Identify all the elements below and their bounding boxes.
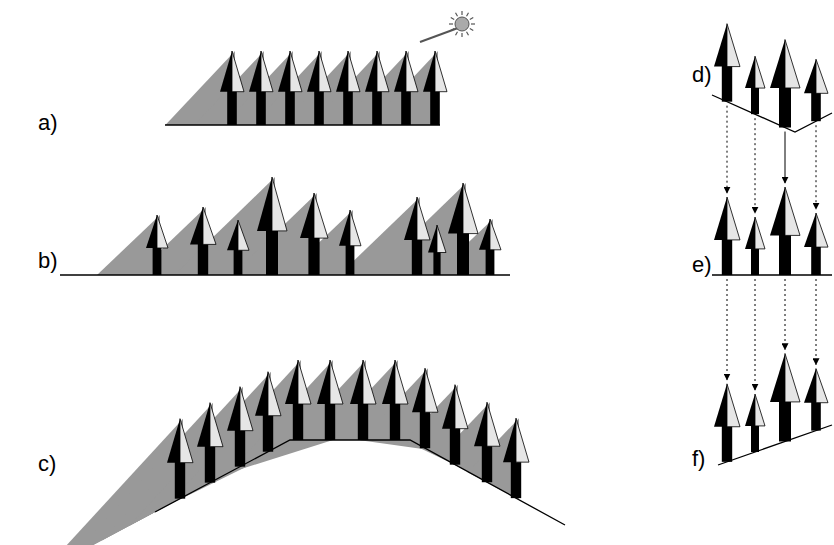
tree-arrow [257,177,287,275]
tree-arrow [442,385,468,465]
tree-arrow [479,219,501,275]
ground-line [60,274,510,275]
tree-arrow [412,368,438,448]
tree-arrow [745,217,765,275]
tree-arrow [503,418,529,498]
tree-arrow [745,394,765,452]
tree-arrow [770,40,800,128]
tree-arrow [770,353,800,441]
tree-arrow [227,220,249,275]
tree-arrow [804,59,828,121]
tree-arrow [804,213,828,275]
ground-line [718,425,832,465]
tree-arrow [382,360,408,440]
tree-arrow [227,387,253,467]
tree-arrow [146,215,168,275]
shadow [368,51,438,125]
tree-arrow [300,193,328,275]
panel-label: d) [692,64,712,86]
tree-arrow [197,403,223,483]
tree-arrow [714,197,740,275]
tree-arrow [394,51,418,125]
shadow-layer [41,51,519,545]
projection-arrows [727,106,816,390]
tree-arrow [770,187,800,275]
ground-layer [60,95,832,525]
panel-label: f) [692,448,705,470]
tree-arrow [167,419,193,499]
tree-arrow [190,207,216,275]
tree-arrow [404,197,430,275]
tree-arrow [339,210,361,275]
tree-arrow [365,51,389,125]
tree-arrow [428,225,446,275]
tree-arrow [285,360,311,440]
tree-arrow [804,369,828,431]
tree-arrow [317,360,343,440]
tree-arrow [714,24,740,102]
sun-symbol [420,11,475,42]
panel-label: a) [38,112,58,134]
tree-arrow [307,51,331,125]
ground-line [165,124,440,125]
tree-arrow [278,51,302,125]
tree-arrow [220,51,244,125]
panel-label: c) [38,453,56,475]
tree-arrow [448,183,478,275]
tree-arrow [714,384,740,462]
tree-arrow [423,51,447,125]
tree-arrow [336,51,360,125]
tree-arrow [350,360,376,440]
tree-arrow [255,372,281,452]
tree-arrow [745,56,765,114]
panel-label: b) [38,250,58,272]
panel-label: e) [692,254,712,276]
tree-arrow [249,51,273,125]
tree-arrow [474,402,500,482]
tree-layer [146,24,828,499]
ground-line [155,440,565,525]
